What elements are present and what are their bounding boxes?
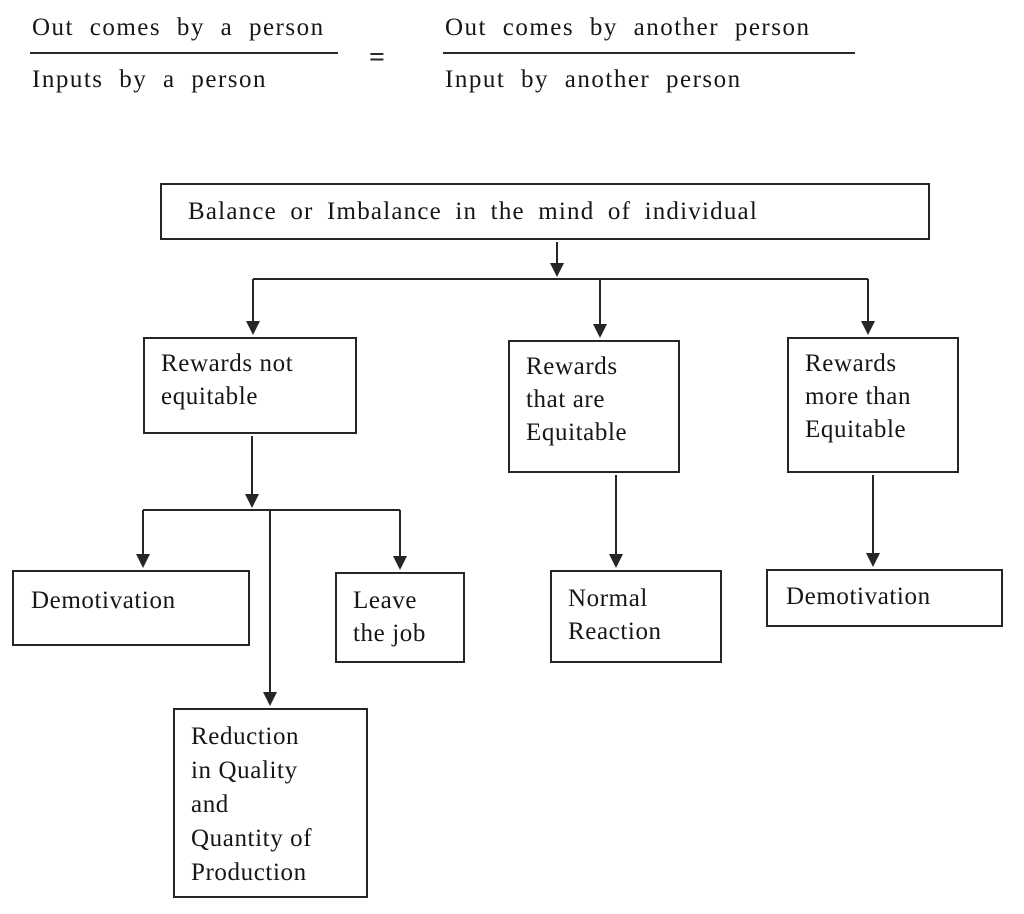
node-rewards-more-than-equitable: Rewards more than Equitable: [787, 337, 959, 473]
node-balance-or-imbalance: Balance or Imbalance in the mind of indi…: [160, 183, 930, 240]
equity-formula-right-fraction: Out comes by another person Input by ano…: [443, 12, 855, 94]
node-reduction-quality-quantity: Reduction in Quality and Quantity of Pro…: [173, 708, 368, 898]
node-rewards-not-equitable: Rewards not equitable: [143, 337, 357, 434]
node-normal-reaction: Normal Reaction: [550, 570, 722, 663]
node-leave-the-job: Leave the job: [335, 572, 465, 663]
right-fraction-numerator: Out comes by another person: [445, 14, 811, 41]
equals-sign: =: [369, 42, 385, 73]
right-fraction-denominator: Input by another person: [445, 66, 742, 93]
equity-formula-left-fraction: Out comes by a person Inputs by a person: [30, 12, 338, 94]
node-demotivation-right: Demotivation: [766, 569, 1003, 627]
left-fraction-bar: [30, 52, 338, 54]
left-fraction-denominator: Inputs by a person: [32, 66, 267, 93]
node-demotivation-left: Demotivation: [12, 570, 250, 646]
right-fraction-bar: [443, 52, 855, 54]
left-fraction-numerator: Out comes by a person: [32, 14, 325, 41]
node-rewards-that-are-equitable: Rewards that are Equitable: [508, 340, 680, 473]
